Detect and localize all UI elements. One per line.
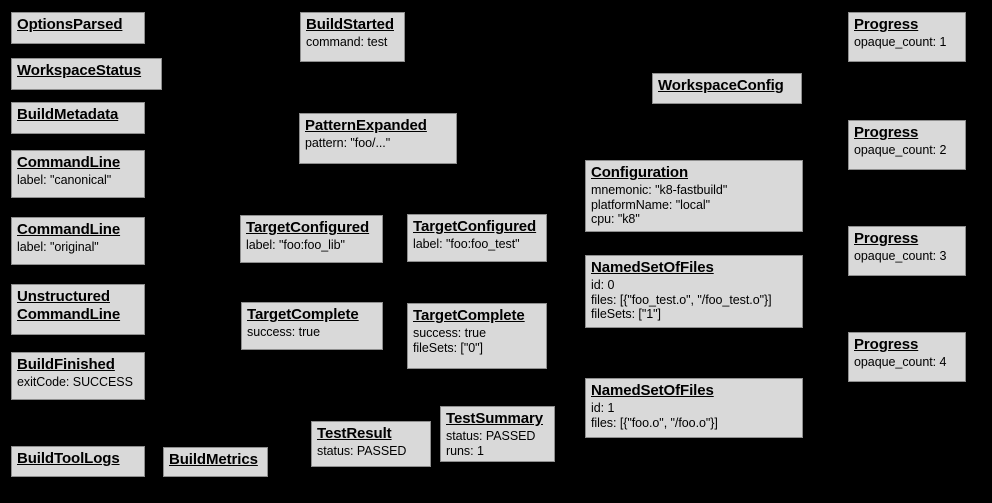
event-node-title: TestSummary <box>446 410 543 427</box>
event-node-field: status: PASSED <box>446 428 536 443</box>
event-node-field: fileSets: ["0"] <box>413 340 483 355</box>
event-node-title: OptionsParsed <box>17 16 123 33</box>
event-node-fields: opaque_count: 2 <box>854 143 960 158</box>
event-node-field: id: 1 <box>591 400 615 415</box>
event-node-fields: command: test <box>306 35 399 50</box>
event-node-field: label: "foo:foo_test" <box>413 236 520 251</box>
event-node-options-parsed[interactable]: OptionsParsed <box>11 12 145 44</box>
event-node-title: CommandLine <box>17 154 121 171</box>
event-node-field: label: "original" <box>17 239 99 254</box>
event-node-field: opaque_count: 3 <box>854 248 947 263</box>
event-node-build-metrics[interactable]: BuildMetrics <box>163 447 268 477</box>
event-node-fields: pattern: "foo/..." <box>305 136 451 151</box>
event-node-title: CommandLine <box>17 305 121 323</box>
event-node-field: opaque_count: 1 <box>854 34 947 49</box>
event-node-build-tool-logs[interactable]: BuildToolLogs <box>11 446 145 477</box>
event-node-title: Unstructured <box>17 288 110 305</box>
event-node-fields: opaque_count: 1 <box>854 35 960 50</box>
event-node-fields: success: true <box>247 325 377 340</box>
event-node-field: pattern: "foo/..." <box>305 135 391 150</box>
event-node-field: label: "canonical" <box>17 172 112 187</box>
event-node-fields: opaque_count: 3 <box>854 249 960 264</box>
event-node-field: label: "foo:foo_lib" <box>246 237 345 252</box>
event-node-title: NamedSetOfFiles <box>591 259 714 276</box>
event-node-field: command: test <box>306 34 388 49</box>
event-node-title: Progress <box>854 16 919 33</box>
event-node-title: BuildStarted <box>306 16 394 33</box>
event-node-field: status: PASSED <box>317 443 407 458</box>
event-node-field: files: [{"foo.o", "/foo.o"}] <box>591 415 718 430</box>
event-node-title: WorkspaceConfig <box>658 77 784 94</box>
event-node-title: BuildMetadata <box>17 106 119 123</box>
event-node-field: runs: 1 <box>446 443 484 458</box>
event-node-title: CommandLine <box>17 221 121 238</box>
event-node-title: TargetConfigured <box>246 219 370 236</box>
event-node-fields: label: "canonical" <box>17 173 139 188</box>
event-node-field: files: [{"foo_test.o", "/foo_test.o"}] <box>591 292 772 307</box>
event-node-field: mnemonic: "k8-fastbuild" <box>591 182 728 197</box>
event-node-field: opaque_count: 2 <box>854 142 947 157</box>
event-node-field: success: true <box>413 325 486 340</box>
event-node-title: BuildFinished <box>17 356 115 373</box>
event-node-fields: exitCode: SUCCESS <box>17 375 139 390</box>
event-node-title: PatternExpanded <box>305 117 427 134</box>
event-node-title: BuildMetrics <box>169 451 258 468</box>
event-node-fields: opaque_count: 4 <box>854 355 960 370</box>
event-node-fields: mnemonic: "k8-fastbuild"platformName: "l… <box>591 183 797 227</box>
event-node-title: Configuration <box>591 164 689 181</box>
event-node-field: fileSets: ["1"] <box>591 307 661 322</box>
event-node-field: opaque_count: 4 <box>854 354 947 369</box>
event-node-title: TestResult <box>317 425 392 442</box>
event-node-build-metadata[interactable]: BuildMetadata <box>11 102 145 134</box>
event-node-field: exitCode: SUCCESS <box>17 374 133 389</box>
event-node-title: Progress <box>854 230 919 247</box>
event-node-fields: label: "foo:foo_lib" <box>246 238 377 253</box>
event-node-title: TargetComplete <box>247 306 359 323</box>
event-node-title: NamedSetOfFiles <box>591 382 714 399</box>
event-node-field: id: 0 <box>591 277 615 292</box>
event-node-workspace-config[interactable]: WorkspaceConfig <box>652 73 802 104</box>
event-node-title: TargetConfigured <box>413 218 537 235</box>
event-node-field: success: true <box>247 324 320 339</box>
event-node-title: BuildToolLogs <box>17 450 120 467</box>
event-node-title: Progress <box>854 124 919 141</box>
event-node-fields: label: "original" <box>17 240 139 255</box>
event-node-workspace-status[interactable]: WorkspaceStatus <box>11 58 162 90</box>
event-node-field: cpu: "k8" <box>591 212 640 227</box>
event-node-fields: status: PASSED <box>317 444 425 459</box>
event-node-fields: label: "foo:foo_test" <box>413 237 541 252</box>
event-node-title: TargetComplete <box>413 307 525 324</box>
event-node-title: WorkspaceStatus <box>17 62 142 79</box>
event-node-field: platformName: "local" <box>591 197 710 212</box>
event-node-title: Progress <box>854 336 919 353</box>
